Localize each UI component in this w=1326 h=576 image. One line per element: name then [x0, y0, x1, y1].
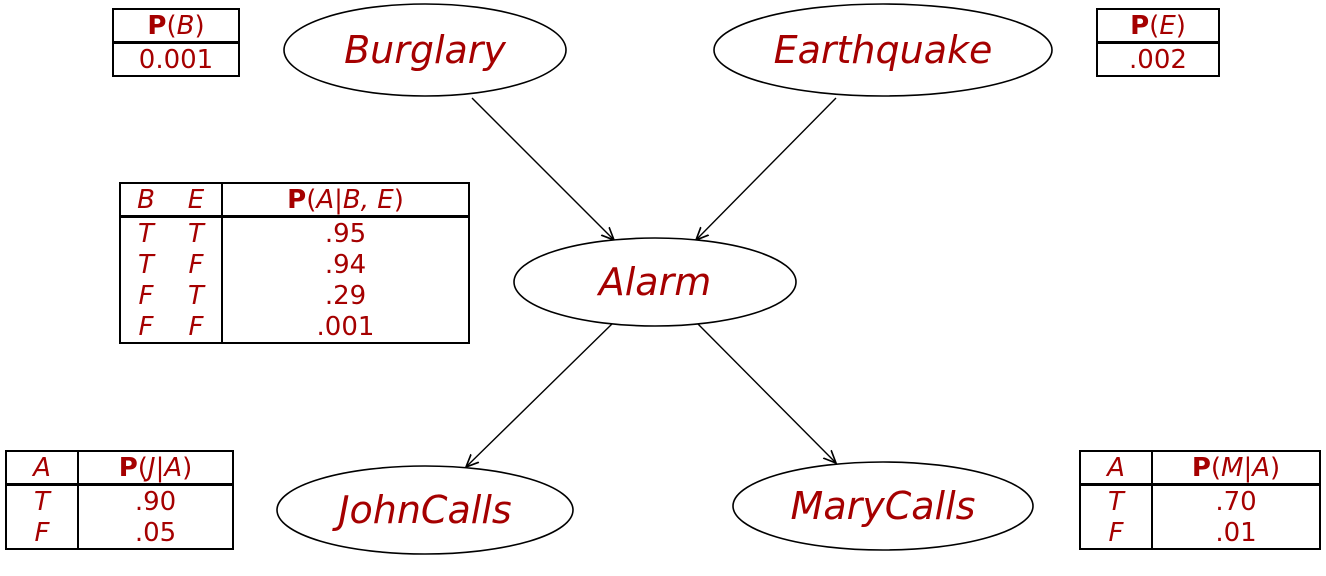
- cpt-cell: F: [138, 281, 154, 311]
- cpt-cell: .05: [77, 517, 233, 549]
- cpt-cell: T: [34, 487, 50, 517]
- edge-alarm-johncalls: [466, 321, 615, 467]
- cpt-alarm-col-e: E: [171, 183, 222, 218]
- edge-burglary-alarm: [471, 97, 614, 240]
- cpt-alarm: B E P(A|B, E) T T .95 T F .94 F T .29 F …: [119, 182, 470, 344]
- node-alarm: Alarm: [513, 237, 797, 327]
- cpt-cell: F: [1108, 518, 1124, 548]
- cpt-cell: T: [188, 219, 204, 249]
- node-burglary: Burglary: [283, 3, 567, 97]
- cpt-burglary-value: 0.001: [138, 45, 214, 75]
- cpt-cell: .01: [1151, 517, 1320, 549]
- node-johncalls-label: JohnCalls: [331, 488, 511, 532]
- cpt-cell: .70: [1151, 484, 1320, 517]
- node-burglary-label: Burglary: [344, 28, 506, 72]
- cpt-johncalls-header: P(J|A): [77, 451, 233, 486]
- cpt-cell: F: [138, 312, 154, 342]
- cpt-cell: F: [34, 518, 50, 548]
- cpt-cell: .94: [221, 249, 469, 280]
- cpt-cell: T: [138, 219, 154, 249]
- cpt-marycalls-row: F .01: [1080, 517, 1320, 549]
- edge-alarm-marycalls: [695, 321, 836, 463]
- cpt-johncalls-row: F .05: [6, 517, 233, 549]
- cpt-burglary-header: P(B): [113, 9, 239, 44]
- cpt-cell: F: [188, 250, 204, 280]
- cpt-marycalls-col-a: A: [1080, 451, 1152, 486]
- cpt-marycalls: A P(M|A) T .70 F .01: [1079, 450, 1321, 550]
- cpt-alarm-row: F T .29: [120, 280, 469, 311]
- cpt-alarm-row: F F .001: [120, 311, 469, 343]
- cpt-marycalls-header: P(M|A): [1151, 451, 1320, 486]
- cpt-marycalls-row: T .70: [1080, 484, 1320, 517]
- cpt-cell: T: [138, 250, 154, 280]
- cpt-johncalls: A P(J|A) T .90 F .05: [5, 450, 234, 550]
- node-earthquake-label: Earthquake: [774, 28, 993, 72]
- cpt-cell: F: [188, 312, 204, 342]
- cpt-cell: T: [1108, 487, 1124, 517]
- node-earthquake: Earthquake: [713, 3, 1053, 97]
- cpt-cell: .29: [221, 280, 469, 311]
- node-marycalls: MaryCalls: [732, 461, 1034, 551]
- cpt-alarm-row: T F .94: [120, 249, 469, 280]
- cpt-cell: .95: [221, 216, 469, 249]
- cpt-cell: .90: [77, 484, 233, 517]
- cpt-earthquake: P(E) .002: [1096, 8, 1220, 77]
- cpt-cell: T: [188, 281, 204, 311]
- cpt-burglary: P(B) 0.001: [112, 8, 240, 77]
- edge-earthquake-alarm: [696, 97, 837, 240]
- cpt-johncalls-col-a: A: [6, 451, 78, 486]
- cpt-alarm-row: T T .95: [120, 216, 469, 249]
- cpt-cell: .001: [221, 311, 469, 343]
- node-alarm-label: Alarm: [596, 260, 711, 304]
- cpt-alarm-col-b: B: [120, 183, 171, 218]
- cpt-alarm-header: P(A|B, E): [221, 183, 469, 218]
- cpt-earthquake-header: P(E): [1097, 9, 1219, 44]
- node-johncalls: JohnCalls: [276, 465, 574, 555]
- cpt-johncalls-row: T .90: [6, 484, 233, 517]
- cpt-earthquake-value: .002: [1129, 45, 1187, 75]
- node-marycalls-label: MaryCalls: [791, 484, 976, 528]
